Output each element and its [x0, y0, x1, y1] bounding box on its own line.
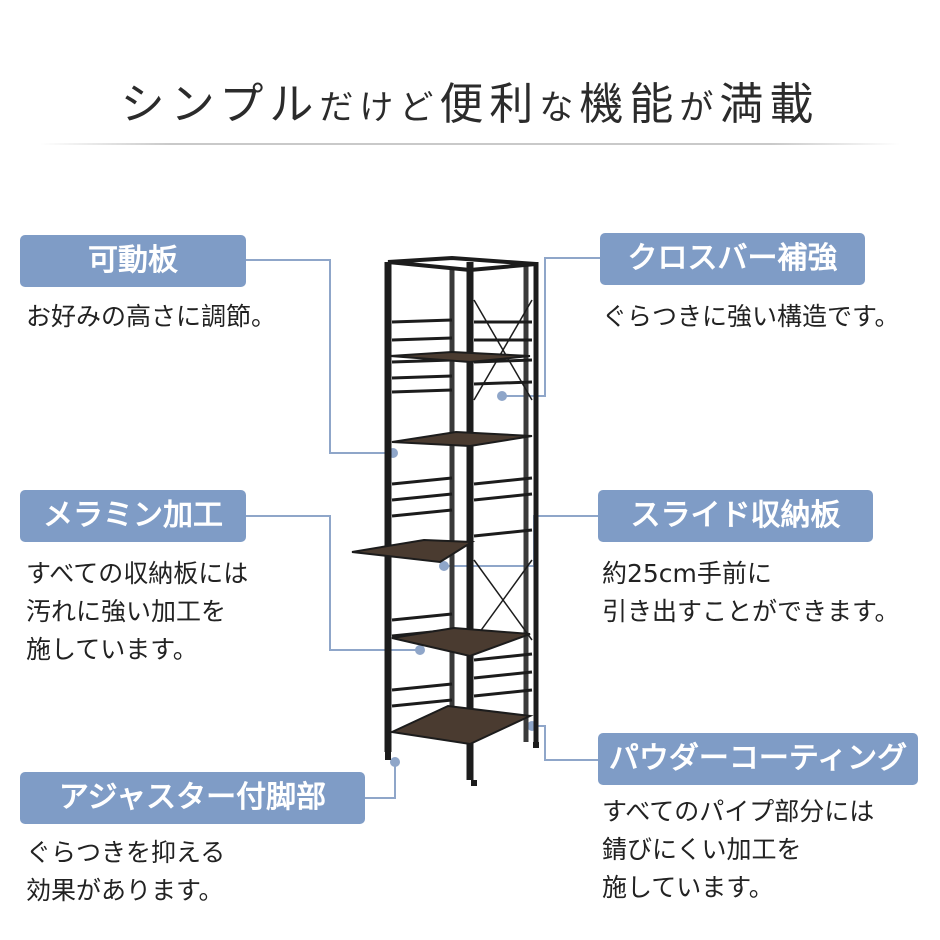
- desc-line: 引き出すことができます。: [602, 597, 900, 626]
- desc-line: 錆びにくい加工を: [602, 835, 802, 864]
- desc-powder-coating: すべてのパイプ部分には 錆びにくい加工を 施しています。: [602, 793, 874, 907]
- title-part-mansai: 満載: [719, 79, 820, 130]
- desc-line: すべての収納板には: [26, 559, 249, 588]
- title-part-dakedo: だけど: [319, 88, 440, 128]
- label-melamine: メラミン加工: [20, 490, 246, 542]
- desc-slide-shelf: 約25cm手前に 引き出すことができます。: [602, 555, 900, 631]
- desc-line: 汚れに強い加工を: [26, 597, 227, 626]
- desc-line: ぐらつきに強い構造です。: [602, 302, 900, 331]
- page-title: シンプルだけど便利な機能が満載: [0, 68, 940, 132]
- desc-line: 施しています。: [26, 635, 198, 664]
- label-adjustable-shelf: 可動板: [20, 235, 246, 287]
- leader-powder-coating: [532, 725, 598, 761]
- title-part-ga: が: [679, 88, 720, 128]
- rack: [384, 255, 539, 780]
- desc-melamine: すべての収納板には 汚れに強い加工を 施しています。: [26, 555, 248, 669]
- title-part-na: な: [539, 88, 580, 128]
- desc-line: 効果があります。: [26, 876, 224, 905]
- label-adjuster: アジャスター付脚部: [20, 772, 365, 824]
- desc-crossbar: ぐらつきに強い構造です。: [602, 298, 900, 336]
- title-part-simple: シンプル: [120, 79, 320, 130]
- desc-line: ぐらつきを抑える: [26, 838, 226, 867]
- title-divider: [40, 143, 900, 145]
- leader-adjuster: [365, 762, 396, 799]
- title-part-kinou: 機能: [579, 79, 680, 130]
- label-crossbar: クロスバー補強: [600, 233, 865, 285]
- leader-melamine: [246, 515, 420, 651]
- rack-feet: [385, 742, 539, 786]
- desc-line: すべてのパイプ部分には: [602, 797, 875, 826]
- desc-line: 施しています。: [602, 873, 774, 902]
- title-part-benri: 便利: [439, 79, 540, 130]
- desc-line: お好みの高さに調節。: [26, 302, 277, 331]
- leader-adjustable-shelf: [246, 259, 393, 454]
- label-slide-shelf: スライド収納板: [598, 490, 873, 542]
- label-powder-coating: パウダーコーティング: [598, 733, 918, 785]
- desc-adjustable-shelf: お好みの高さに調節。: [26, 298, 276, 336]
- desc-adjuster: ぐらつきを抑える 効果があります。: [26, 834, 225, 910]
- desc-line: 約25cm手前に: [602, 559, 772, 588]
- rack-shelves: [351, 350, 534, 746]
